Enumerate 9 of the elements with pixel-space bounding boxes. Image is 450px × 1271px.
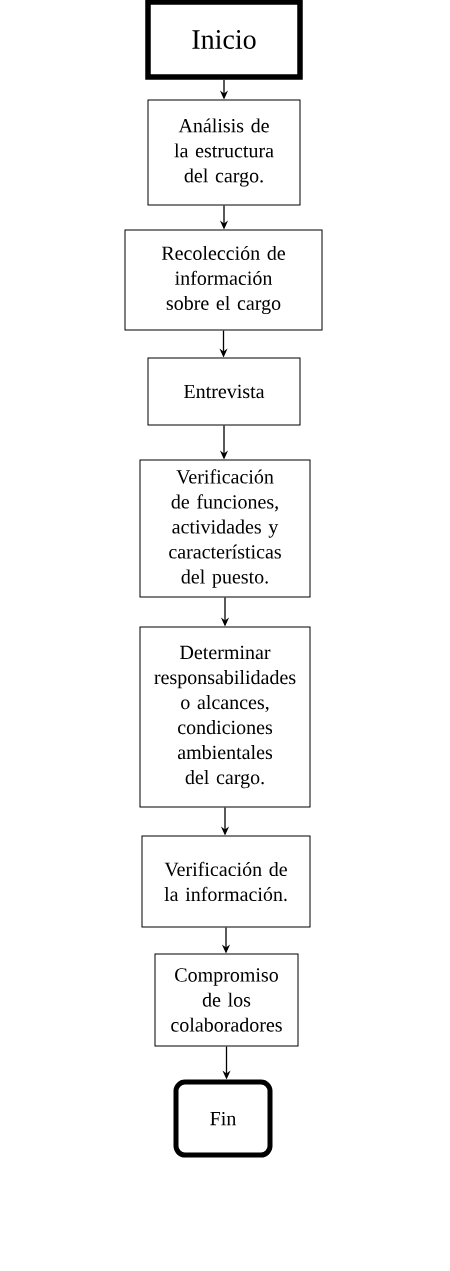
process-box: Análisis de la estructura del cargo.	[147, 99, 301, 206]
process-box: Verificación de funciones, actividades y características del puesto.	[139, 459, 311, 598]
end-box: Fin	[173, 1079, 273, 1158]
process-box: Recolección de información sobre el cargo	[124, 229, 323, 331]
process-box: Verificación de la información.	[141, 835, 311, 928]
process-box: Determinar responsabilidades o alcances, condiciones ambientales del cargo.	[139, 626, 311, 808]
process-box: Compromiso de los colaboradores	[154, 953, 299, 1047]
start-box: Inicio	[145, 0, 303, 80]
process-box: Entrevista	[147, 357, 301, 426]
